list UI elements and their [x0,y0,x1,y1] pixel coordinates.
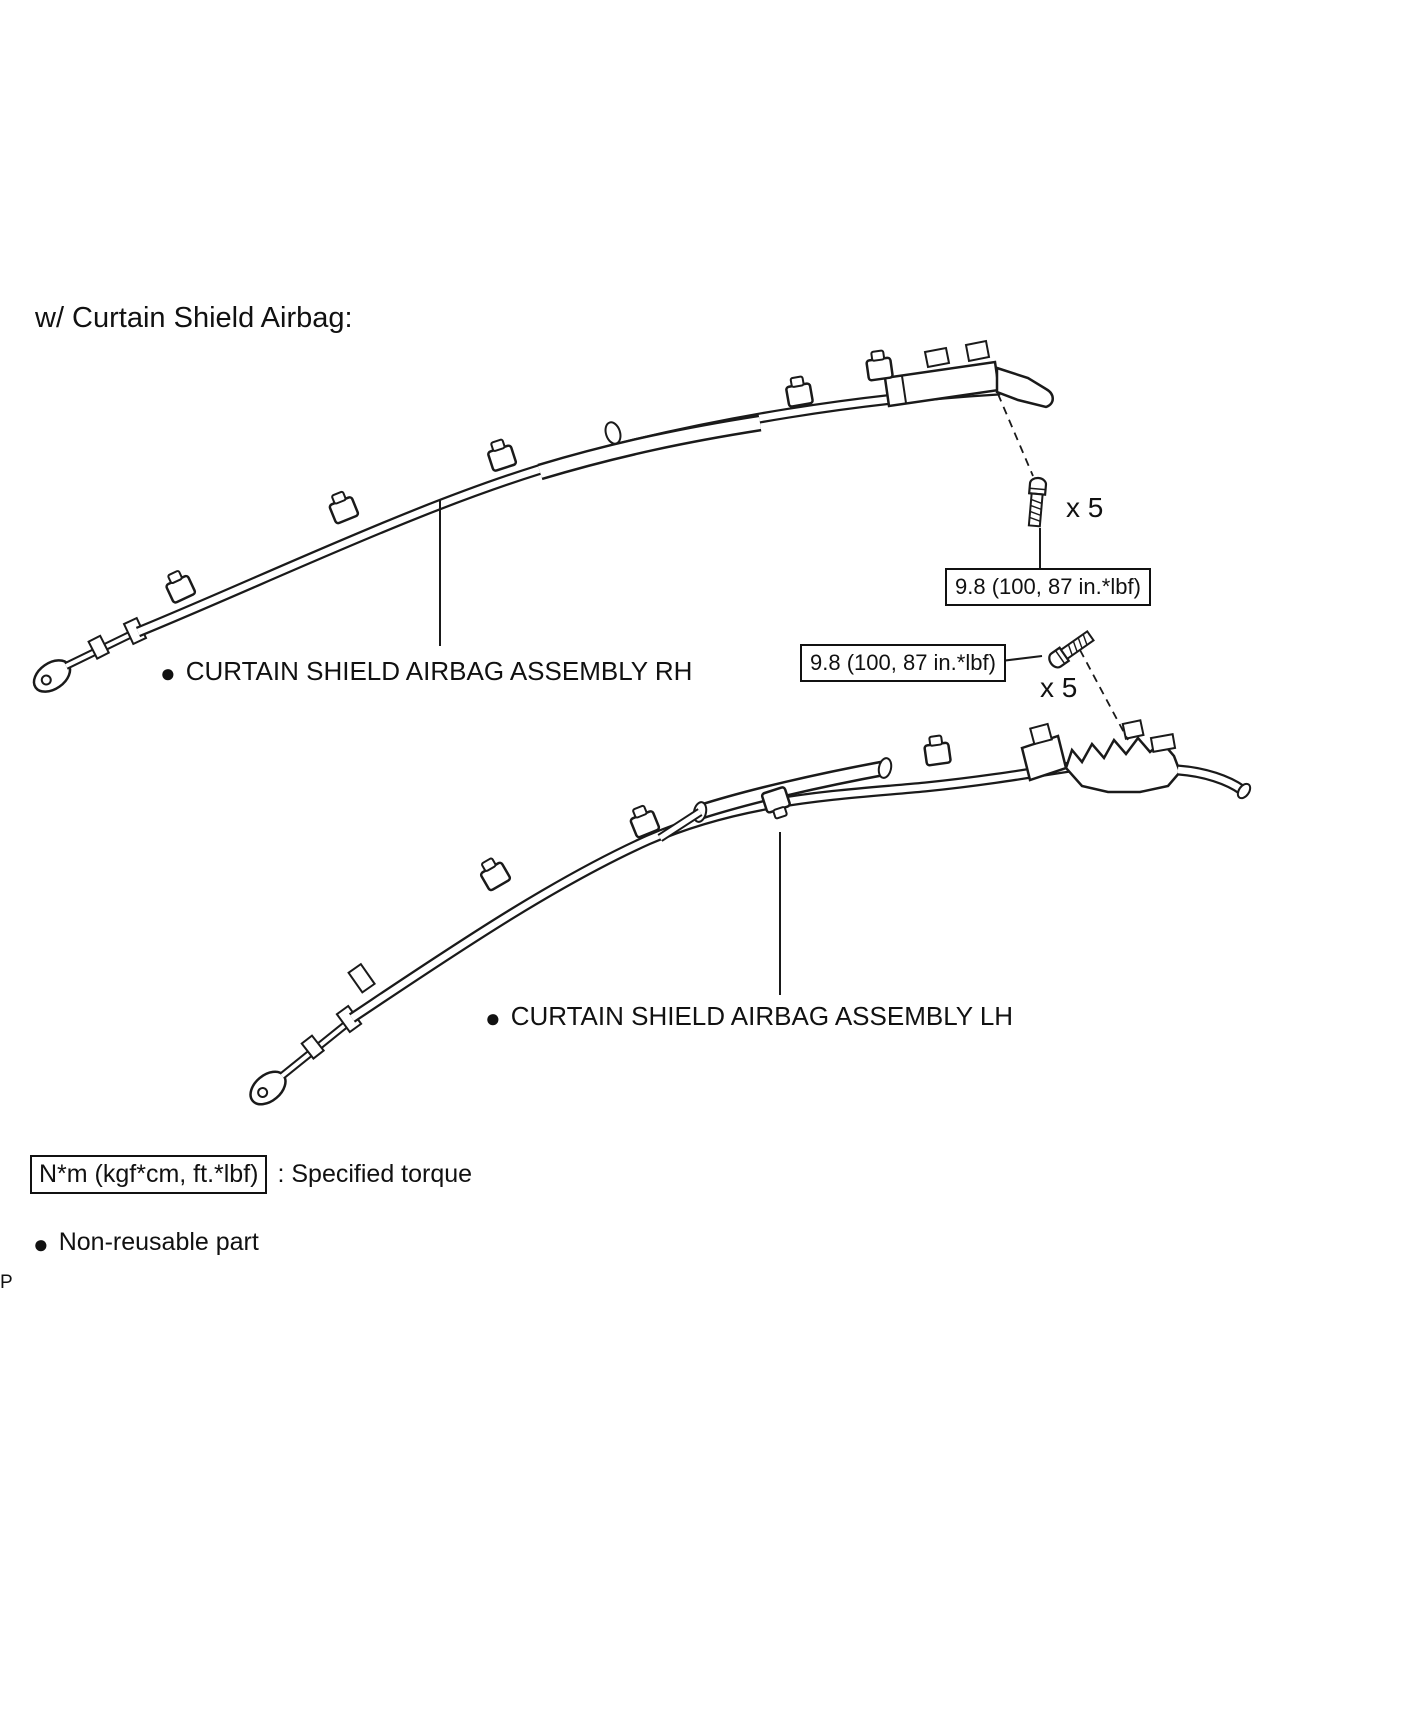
non-reusable-bullet-icon: ● [160,657,176,688]
torque-spec-box-lh: 9.8 (100, 87 in.*lbf) [800,644,1006,682]
rh-assembly-label-text: CURTAIN SHIELD AIRBAG ASSEMBLY RH [185,656,693,686]
legend-specified-torque: N*m (kgf*cm, ft.*lbf) : Specified torque [30,1155,472,1194]
page-title: w/ Curtain Shield Airbag: [35,302,353,334]
rh-assembly-label: ● CURTAIN SHIELD AIRBAG ASSEMBLY RH [160,656,692,687]
lh-assembly-label-text: CURTAIN SHIELD AIRBAG ASSEMBLY LH [510,1001,1014,1031]
bolt-count-lh: x 5 [1040,672,1078,703]
bolt-icon-rh [1025,476,1048,528]
lh-assembly-illustration [249,719,1252,1106]
page-marker: P [0,1272,13,1293]
rh-assembly-illustration [32,339,1054,693]
torque-legend-description: : Specified torque [277,1160,473,1188]
torque-spec-box-rh: 9.8 (100, 87 in.*lbf) [945,568,1151,606]
non-reusable-bullet-icon: ● [33,1228,49,1259]
rh-dashed-leader-line [997,393,1034,477]
non-reusable-label-text: Non-reusable part [58,1228,259,1256]
bolt-count-rh: x 5 [1066,492,1104,523]
non-reusable-bullet-icon: ● [485,1002,501,1033]
lh-dashed-leader-line [1079,649,1129,741]
lh-assembly-label: ● CURTAIN SHIELD AIRBAG ASSEMBLY LH [485,1001,1013,1032]
legend-non-reusable: ● Non-reusable part [33,1228,259,1257]
torque-legend-box: N*m (kgf*cm, ft.*lbf) [30,1155,268,1194]
